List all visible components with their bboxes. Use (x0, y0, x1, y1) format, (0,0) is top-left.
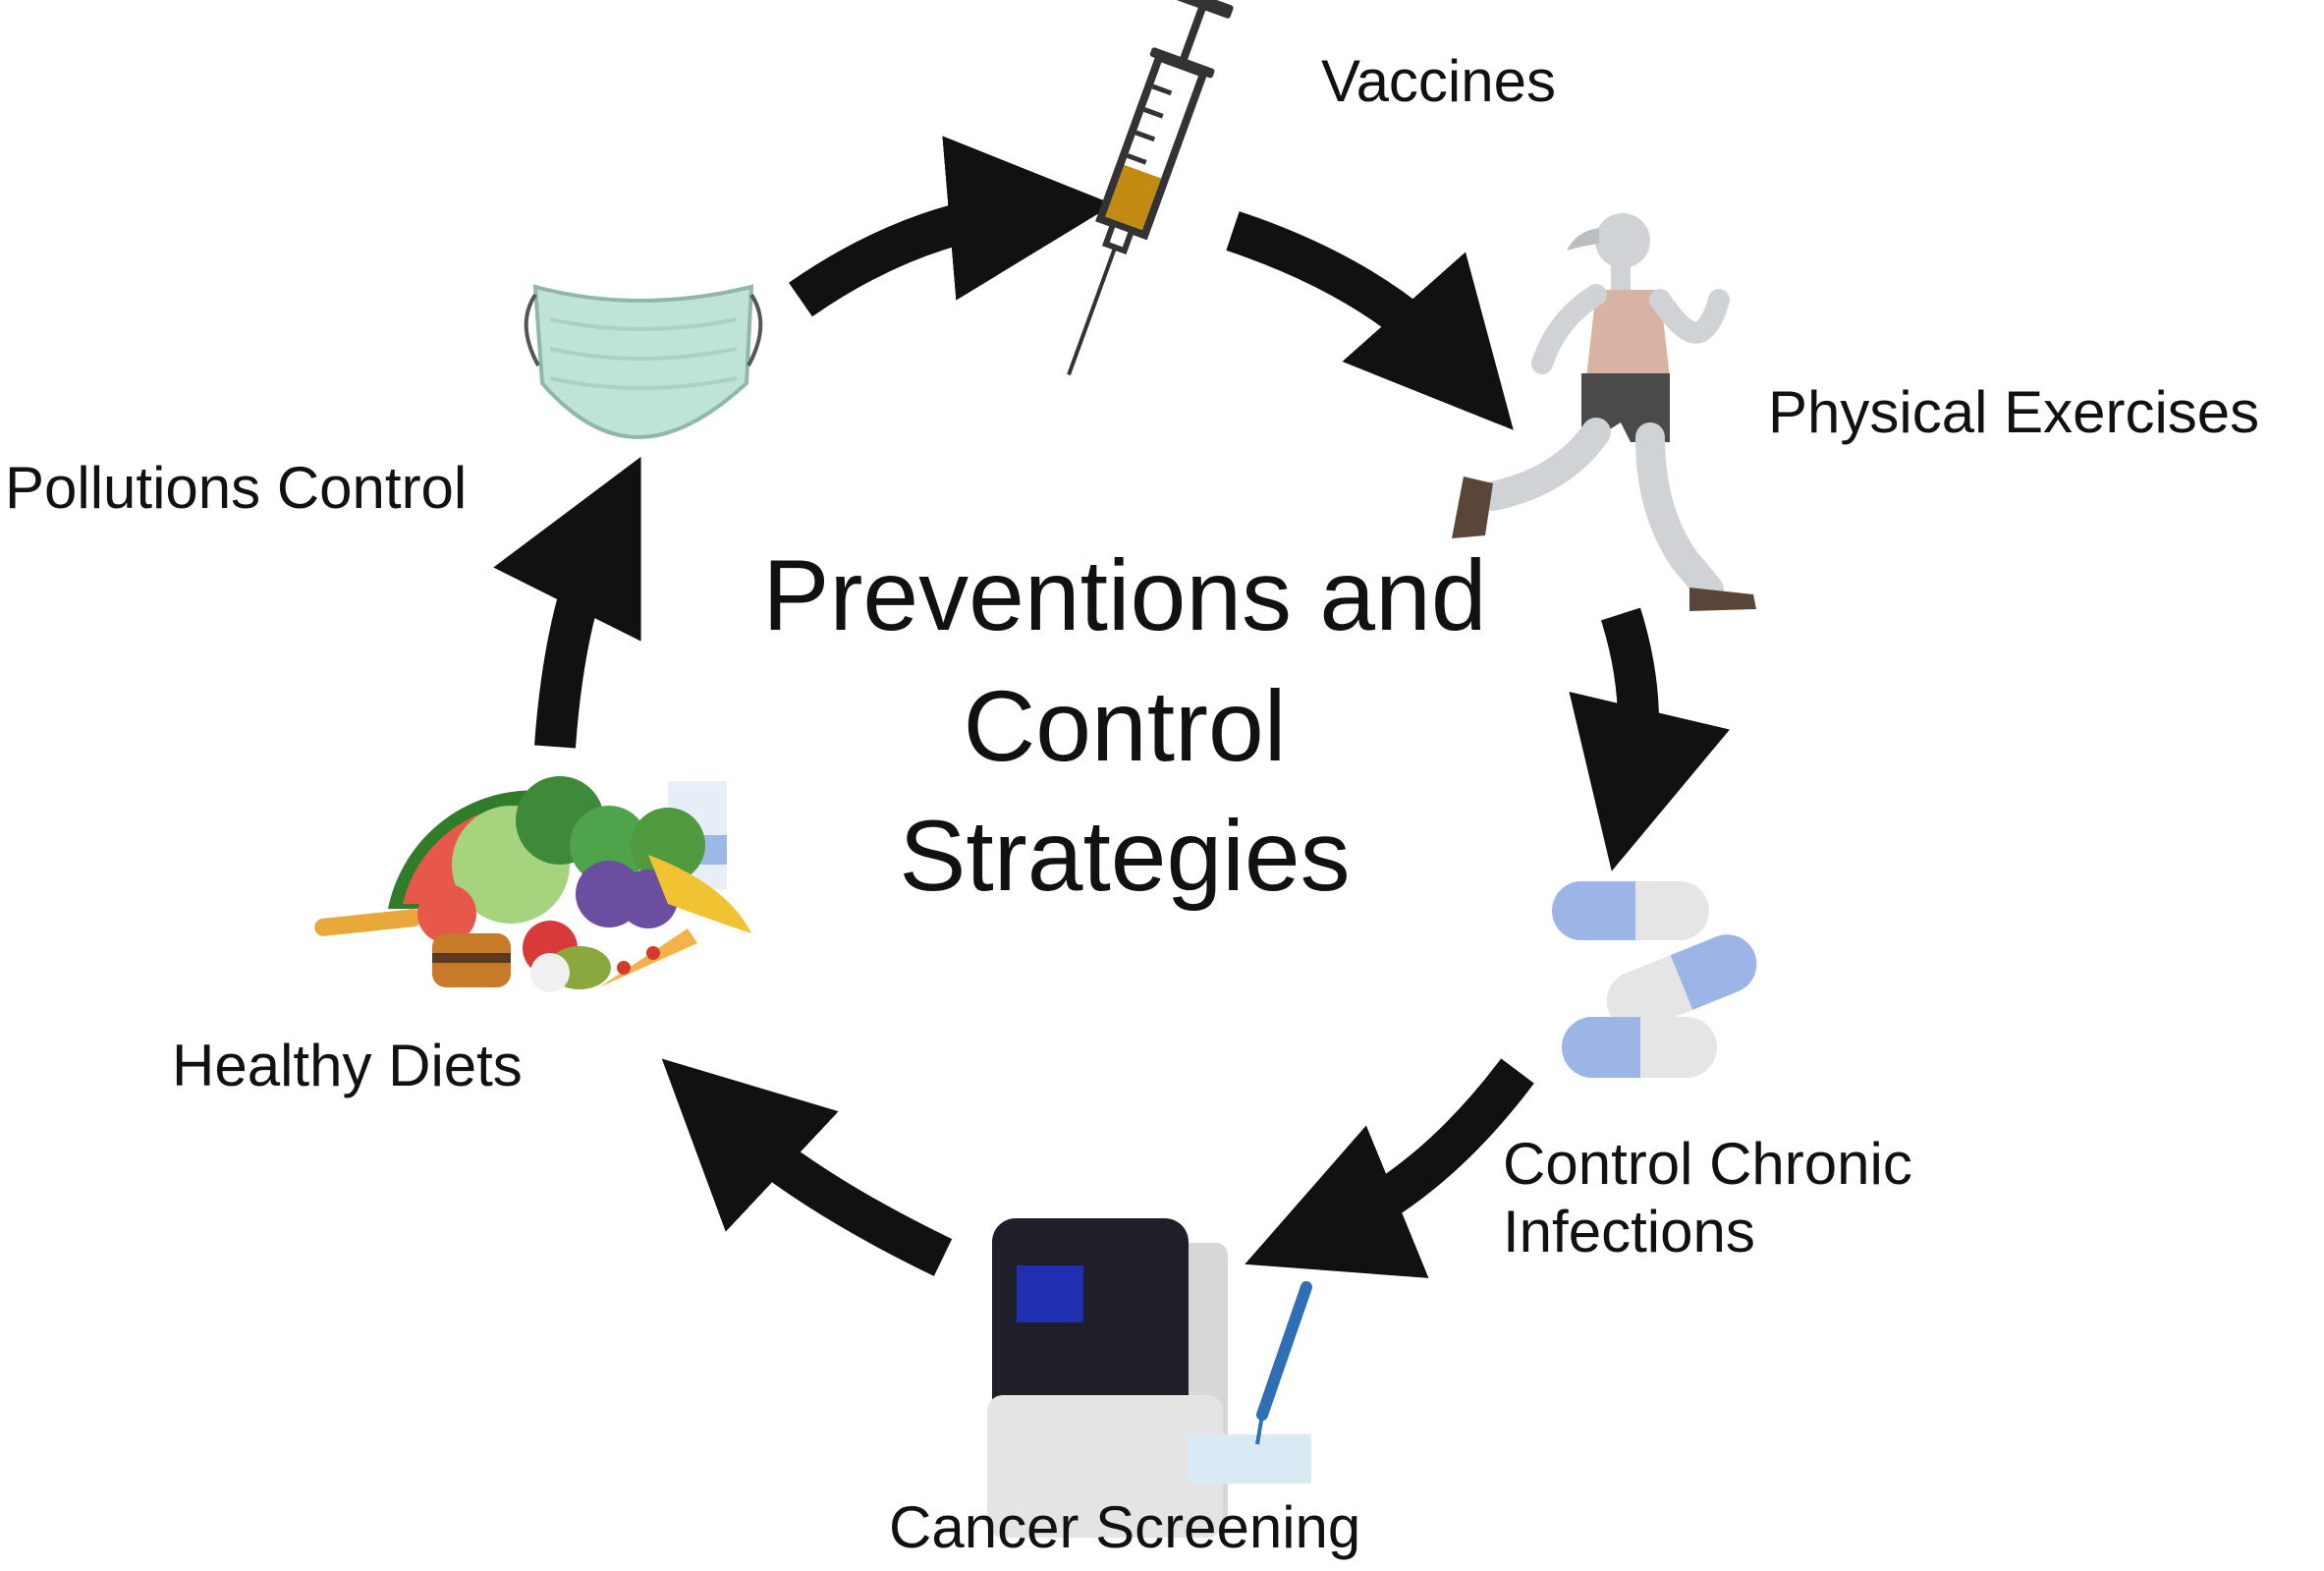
arrow-screening-to-diets (661, 1058, 953, 1276)
arrow-exercise-to-infections (1569, 607, 1730, 871)
label-healthy-diets: Healthy Diets (172, 1033, 523, 1098)
label-cancer-screening: Cancer Screening (889, 1494, 1361, 1560)
food-icon (314, 776, 751, 992)
label-line: Infections (1503, 1199, 1755, 1264)
label-line: Control Chronic (1503, 1131, 1912, 1197)
lab-machine-icon (987, 1218, 1312, 1538)
arrow-pollution-to-vaccines (789, 136, 1114, 317)
diagram-title: Preventions and Control Strategies (609, 531, 1640, 922)
label-vaccines: Vaccines (1321, 48, 1557, 114)
arrow-vaccines-to-exercise (1226, 211, 1514, 430)
label-pollutions-control: Pollutions Control (5, 455, 468, 521)
label-control-chronic-infections: Control Chronic Infections (1503, 1130, 1912, 1265)
title-line: Control (963, 669, 1287, 782)
title-line: Strategies (899, 800, 1351, 913)
arrow-diets-to-pollution (493, 456, 641, 749)
face-mask-icon (524, 284, 763, 440)
label-physical-exercises: Physical Exercises (1768, 379, 2260, 445)
title-line: Preventions and (762, 539, 1487, 651)
pills-icon (1552, 881, 1757, 1078)
syringe-icon (1067, 0, 1234, 376)
arrow-infections-to-screening (1245, 1058, 1534, 1278)
runner-icon (1452, 213, 1756, 611)
